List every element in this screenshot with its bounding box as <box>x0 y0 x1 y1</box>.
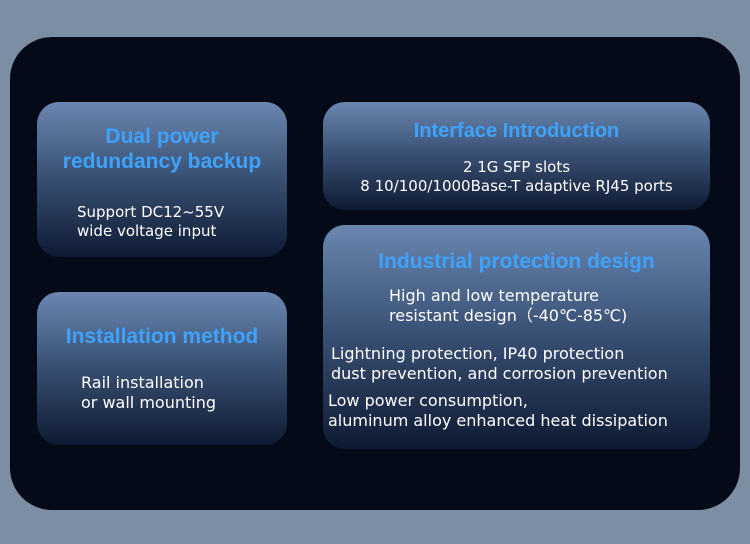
installation-title: Installation method <box>65 325 259 348</box>
installation-text: Rail installation or wall mounting <box>81 373 216 412</box>
card-industrial: Industrial protection design High and lo… <box>323 225 710 449</box>
dual-power-text: Support DC12~55V wide voltage input <box>77 203 225 240</box>
card-installation: Installation method Rail installation or… <box>37 292 287 445</box>
dual-power-title: Dual power redundancy backup <box>62 125 262 174</box>
interface-text: 2 1G SFP slots 8 10/100/1000Base-T adapt… <box>360 158 673 195</box>
industrial-title: Industrial protection design <box>378 250 655 273</box>
lightning-text: Lightning protection, IP40 protection du… <box>331 344 668 383</box>
card-dual-power: Dual power redundancy backup Support DC1… <box>37 102 287 257</box>
dark-panel: Dual power redundancy backup Support DC1… <box>10 37 740 510</box>
temperature-text: High and low temperature resistant desig… <box>389 286 628 325</box>
card-interface: Interface Introduction 2 1G SFP slots 8 … <box>323 102 710 210</box>
power-consumption-text: Low power consumption, aluminum alloy en… <box>328 391 668 430</box>
interface-title: Interface Introduction <box>413 120 620 142</box>
